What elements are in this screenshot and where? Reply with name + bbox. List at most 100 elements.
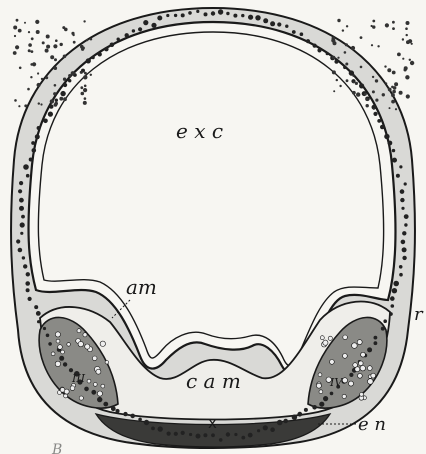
cell-dot bbox=[55, 332, 60, 337]
cell-dot bbox=[93, 383, 97, 387]
cell-dot bbox=[361, 352, 366, 357]
cell-dot bbox=[333, 41, 337, 45]
cell-dot bbox=[372, 76, 374, 78]
cell-dot bbox=[13, 51, 17, 55]
cell-dot bbox=[37, 320, 40, 323]
cell-dot bbox=[367, 366, 372, 371]
cell-dot bbox=[402, 38, 404, 40]
cell-dot bbox=[234, 433, 237, 436]
cell-dot bbox=[104, 47, 108, 51]
cell-dot bbox=[71, 71, 75, 75]
label-exc: e x c bbox=[176, 119, 223, 143]
cell-dot bbox=[125, 33, 129, 37]
label-en: e n bbox=[358, 414, 386, 435]
cell-dot bbox=[144, 420, 149, 425]
cell-dot bbox=[392, 90, 396, 94]
cell-dot bbox=[328, 336, 332, 340]
cell-dot bbox=[406, 21, 410, 25]
cell-dot bbox=[375, 79, 378, 82]
cell-dot bbox=[292, 30, 296, 34]
cell-dot bbox=[166, 14, 169, 17]
cell-dot bbox=[68, 79, 71, 82]
cell-dot bbox=[15, 45, 19, 49]
cell-dot bbox=[337, 19, 340, 22]
cell-dot bbox=[371, 373, 376, 378]
cell-dot bbox=[330, 360, 335, 365]
cell-dot bbox=[20, 232, 23, 235]
cell-dot bbox=[395, 108, 397, 110]
cell-dot bbox=[285, 25, 288, 28]
cell-dot bbox=[343, 66, 346, 69]
cell-dot bbox=[83, 88, 87, 92]
cell-dot bbox=[402, 256, 406, 260]
cell-dot bbox=[56, 339, 60, 343]
cell-dot bbox=[406, 94, 410, 98]
cell-dot bbox=[392, 158, 397, 163]
cell-dot bbox=[343, 354, 348, 359]
cell-dot bbox=[409, 59, 411, 61]
cell-dot bbox=[360, 393, 364, 397]
cell-dot bbox=[392, 27, 395, 30]
cell-dot bbox=[292, 415, 297, 420]
cell-dot bbox=[277, 420, 283, 426]
cell-dot bbox=[211, 11, 215, 15]
cell-dot bbox=[397, 53, 401, 57]
cell-dot bbox=[48, 112, 53, 117]
cell-dot bbox=[59, 356, 64, 361]
cell-dot bbox=[55, 99, 58, 102]
cell-dot bbox=[43, 327, 46, 330]
cell-dot bbox=[392, 71, 396, 75]
cell-dot bbox=[54, 84, 57, 87]
cell-dot bbox=[63, 362, 67, 366]
cell-dot bbox=[18, 189, 22, 193]
cell-dot bbox=[343, 335, 348, 340]
cell-dot bbox=[373, 108, 375, 110]
cell-dot bbox=[384, 134, 389, 139]
cell-dot bbox=[401, 240, 406, 245]
cell-dot bbox=[167, 432, 171, 436]
cell-dot bbox=[389, 312, 393, 316]
cell-dot bbox=[360, 66, 363, 69]
cell-dot bbox=[392, 288, 397, 293]
cell-dot bbox=[132, 29, 135, 32]
cell-dot bbox=[392, 21, 395, 24]
cell-dot bbox=[53, 44, 57, 48]
cell-dot bbox=[349, 373, 353, 377]
cell-dot bbox=[352, 75, 354, 77]
cell-dot bbox=[404, 214, 409, 219]
cell-dot bbox=[86, 39, 88, 41]
cell-dot bbox=[63, 97, 67, 101]
cell-dot bbox=[248, 433, 253, 438]
cell-dot bbox=[385, 23, 389, 27]
cell-dot bbox=[28, 49, 31, 52]
cell-dot bbox=[359, 361, 364, 366]
cell-dot bbox=[41, 78, 43, 80]
cell-dot bbox=[123, 412, 127, 416]
cell-dot bbox=[40, 103, 42, 105]
cell-dot bbox=[345, 63, 348, 66]
cell-dot bbox=[23, 164, 29, 170]
cell-dot bbox=[211, 433, 215, 437]
cell-dot bbox=[181, 13, 185, 17]
label-am: am bbox=[126, 275, 157, 299]
cell-dot bbox=[297, 412, 302, 417]
cell-dot bbox=[326, 52, 329, 55]
cell-dot bbox=[203, 433, 207, 437]
cell-dot bbox=[19, 67, 22, 70]
cell-dot bbox=[45, 76, 48, 79]
cell-dot bbox=[373, 112, 377, 116]
cell-dot bbox=[71, 32, 74, 35]
cell-dot bbox=[270, 427, 275, 432]
cell-dot bbox=[391, 86, 394, 89]
cell-dot bbox=[97, 391, 102, 396]
cell-dot bbox=[174, 14, 177, 17]
cell-dot bbox=[226, 12, 229, 15]
cell-dot bbox=[317, 48, 321, 52]
cell-dot bbox=[181, 431, 185, 435]
cell-dot bbox=[138, 418, 142, 422]
cell-dot bbox=[410, 61, 414, 65]
cell-dot bbox=[62, 26, 65, 29]
cell-dot bbox=[90, 38, 93, 41]
cell-dot bbox=[63, 55, 67, 59]
cell-dot bbox=[404, 66, 408, 70]
